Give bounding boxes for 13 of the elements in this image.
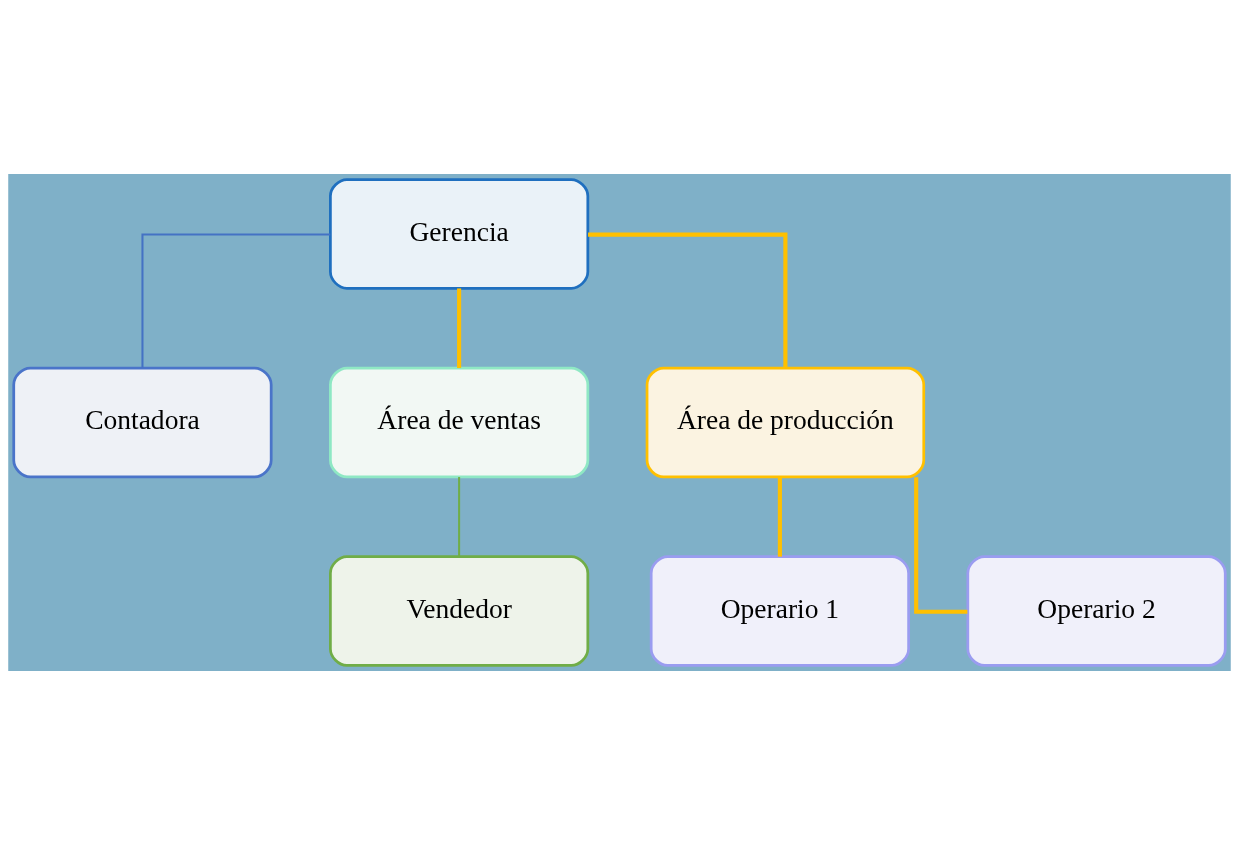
connector — [777, 477, 782, 557]
connector — [588, 232, 788, 368]
node-box: Vendedor — [329, 555, 590, 667]
connector — [457, 288, 462, 369]
connector — [914, 477, 968, 614]
node-box: Contadora — [12, 366, 273, 479]
node-box: Operario 1 — [649, 555, 910, 667]
connector — [141, 233, 331, 368]
node-box: Área de producción — [645, 366, 926, 479]
connector — [458, 477, 461, 557]
node-box: Área de ventas — [329, 366, 590, 479]
node-box: Operario 2 — [966, 555, 1227, 667]
node-box: Gerencia — [329, 178, 590, 290]
